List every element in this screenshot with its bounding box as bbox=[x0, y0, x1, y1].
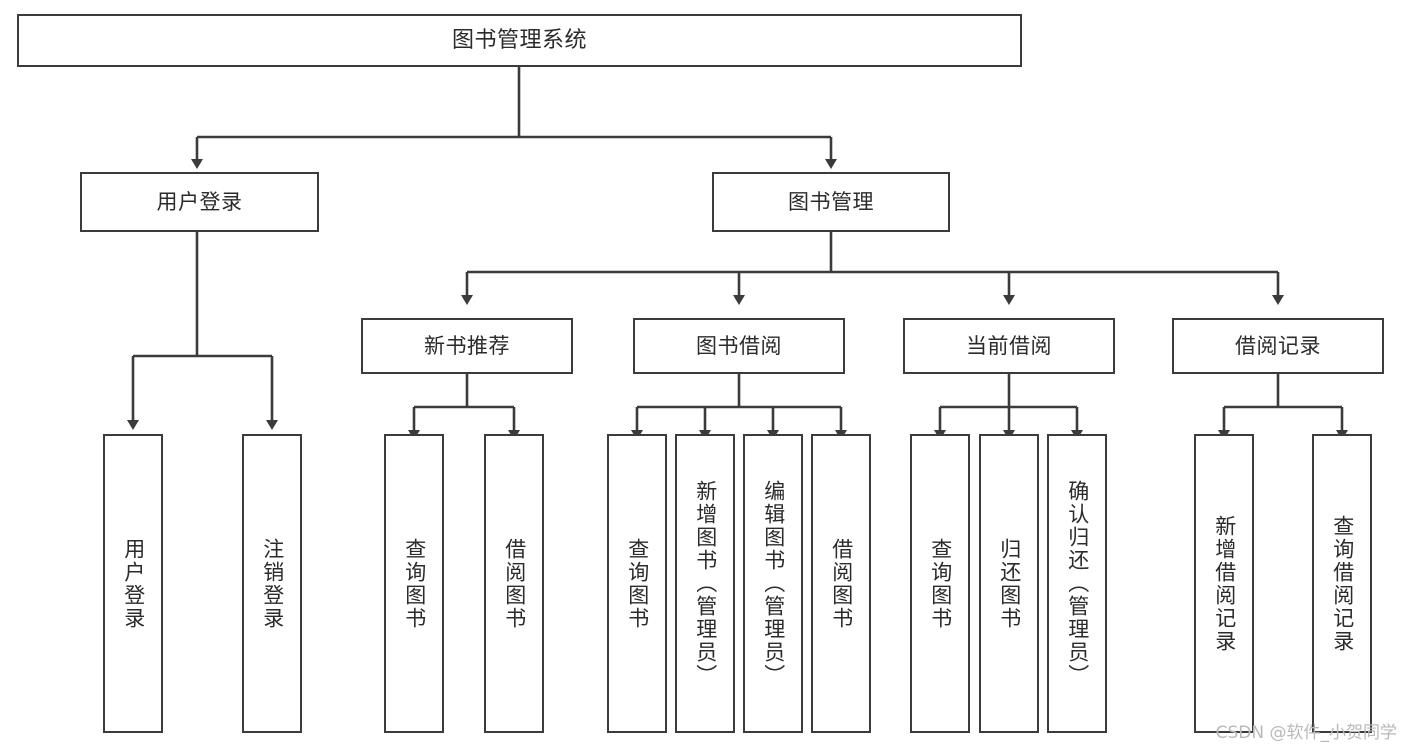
leaf-add-book-admin[interactable]: 新增图书（管理员） bbox=[675, 434, 735, 733]
leaf-borrow-book-borrow[interactable]: 借阅图书 bbox=[811, 434, 871, 733]
leaf-return-book[interactable]: 归还图书 bbox=[979, 434, 1039, 733]
leaf-edit-book-admin[interactable]: 编辑图书（管理员） bbox=[743, 434, 803, 733]
leaf-confirm-return-admin[interactable]: 确认归还（管理员） bbox=[1047, 434, 1107, 733]
leaf-borrow-book-recommend-label: 借阅图书 bbox=[502, 537, 527, 630]
leaf-user-login-label: 用户登录 bbox=[121, 537, 146, 630]
node-book-borrow[interactable]: 图书借阅 bbox=[633, 318, 845, 374]
node-borrow-record-label: 借阅记录 bbox=[1235, 333, 1321, 358]
leaf-borrow-book-recommend[interactable]: 借阅图书 bbox=[484, 434, 544, 733]
node-current-borrow-label: 当前借阅 bbox=[966, 333, 1052, 358]
node-new-book-recommend[interactable]: 新书推荐 bbox=[361, 318, 573, 374]
node-root[interactable]: 图书管理系统 bbox=[17, 14, 1022, 67]
leaf-query-book-current-label: 查询图书 bbox=[928, 537, 953, 630]
leaf-query-book-borrow-label: 查询图书 bbox=[625, 537, 650, 630]
watermark-text: CSDN @软件_小贺同学 bbox=[1215, 723, 1397, 743]
leaf-query-borrow-record[interactable]: 查询借阅记录 bbox=[1312, 434, 1372, 733]
node-new-book-recommend-label: 新书推荐 bbox=[424, 333, 510, 358]
node-book-manage[interactable]: 图书管理 bbox=[712, 172, 950, 232]
node-root-label: 图书管理系统 bbox=[451, 27, 587, 53]
leaf-add-book-admin-label: 新增图书（管理员） bbox=[693, 480, 718, 687]
leaf-query-book-recommend-label: 查询图书 bbox=[402, 537, 427, 630]
node-user-login[interactable]: 用户登录 bbox=[80, 172, 319, 232]
leaf-add-borrow-record[interactable]: 新增借阅记录 bbox=[1194, 434, 1254, 733]
leaf-logout[interactable]: 注销登录 bbox=[242, 434, 302, 733]
leaf-return-book-label: 归还图书 bbox=[997, 537, 1022, 630]
leaf-query-book-current[interactable]: 查询图书 bbox=[910, 434, 970, 733]
node-book-manage-label: 图书管理 bbox=[788, 189, 874, 214]
leaf-query-book-recommend[interactable]: 查询图书 bbox=[384, 434, 444, 733]
leaf-borrow-book-borrow-label: 借阅图书 bbox=[829, 537, 854, 630]
leaf-query-book-borrow[interactable]: 查询图书 bbox=[607, 434, 667, 733]
node-book-borrow-label: 图书借阅 bbox=[696, 333, 782, 358]
node-user-login-label: 用户登录 bbox=[156, 189, 243, 214]
leaf-confirm-return-admin-label: 确认归还（管理员） bbox=[1065, 480, 1090, 687]
leaf-query-borrow-record-label: 查询借阅记录 bbox=[1330, 514, 1355, 653]
leaf-add-borrow-record-label: 新增借阅记录 bbox=[1212, 514, 1237, 653]
node-borrow-record[interactable]: 借阅记录 bbox=[1172, 318, 1384, 374]
leaf-user-login[interactable]: 用户登录 bbox=[103, 434, 163, 733]
leaf-edit-book-admin-label: 编辑图书（管理员） bbox=[761, 480, 786, 687]
node-current-borrow[interactable]: 当前借阅 bbox=[903, 318, 1115, 374]
leaf-logout-label: 注销登录 bbox=[260, 537, 285, 630]
